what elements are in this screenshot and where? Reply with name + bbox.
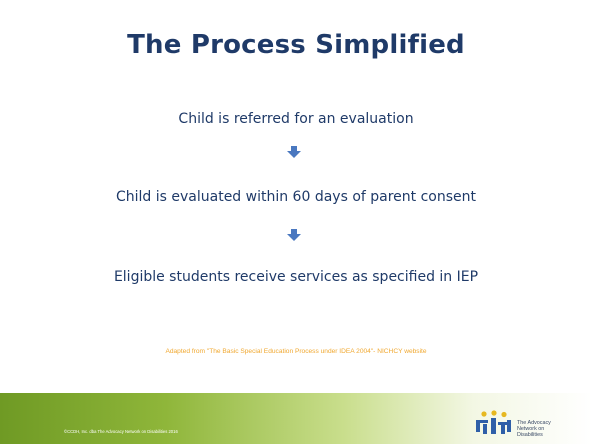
source-credit: Adapted from "The Basic Special Educatio…	[165, 348, 427, 355]
arrow-down-icon	[287, 229, 301, 241]
logo-wordmark: The Advocacy Network on Disabilities	[517, 420, 551, 438]
arrow-down-icon	[287, 146, 301, 158]
slide-title: The Process Simplified	[127, 30, 465, 60]
copyright-text: ©CCDH, Inc. dba The Advocacy Network on …	[64, 429, 178, 434]
logo-line: The Advocacy	[517, 420, 551, 426]
step-evaluation: Child is evaluated within 60 days of par…	[115, 189, 477, 205]
step-services: Eligible students receive services as sp…	[113, 269, 479, 285]
advocacy-network-logo-icon	[476, 410, 511, 434]
step-referral: Child is referred for an evaluation	[178, 111, 414, 127]
logo-line: Disabilities	[517, 432, 543, 438]
logo-line: Network on	[517, 426, 545, 432]
